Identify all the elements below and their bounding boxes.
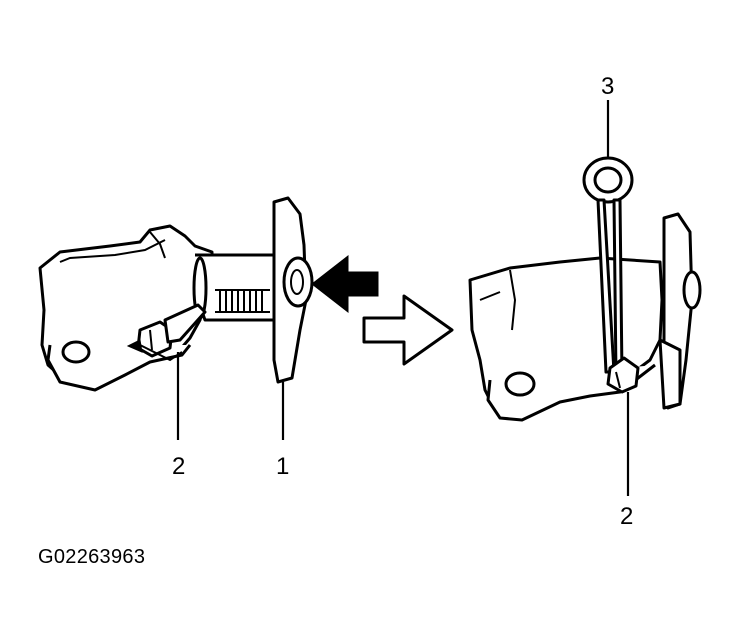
- right-mount-hole: [504, 371, 536, 397]
- pin-callout: 3: [601, 73, 614, 100]
- plate-callout: 1: [276, 453, 289, 480]
- right-tensioner-assembly: 3 2: [468, 73, 702, 530]
- left-mount-hole: [61, 340, 91, 364]
- left-bolt-callout: 2: [172, 453, 185, 480]
- left-bolt: [126, 303, 207, 362]
- direction-arrow: [362, 294, 454, 366]
- figure-id: G02263963: [38, 546, 146, 568]
- right-bolt: [606, 356, 640, 394]
- push-arrow: [311, 254, 379, 314]
- right-bolt-callout: 2: [620, 503, 633, 530]
- left-tensioner-assembly: 2 1: [38, 196, 379, 480]
- left-spring: [215, 289, 270, 313]
